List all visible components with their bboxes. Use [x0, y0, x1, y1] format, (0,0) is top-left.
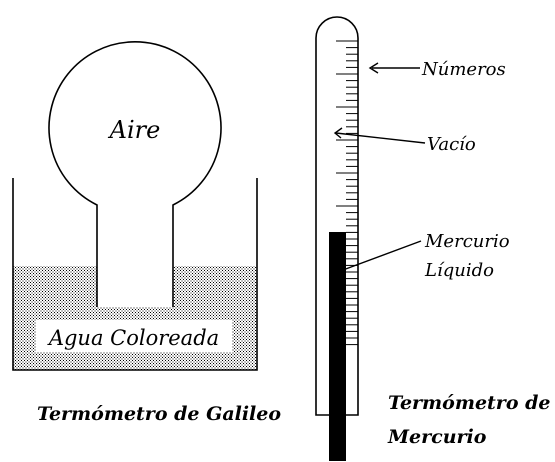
glass-tube: [315, 16, 359, 416]
numbers-arrowhead: [368, 62, 379, 74]
numbers-label: Números: [421, 59, 506, 80]
galileo-caption: Termómetro de Galileo: [37, 403, 281, 425]
liquid-label: Agua Coloreada: [47, 326, 219, 350]
liquid-label-box: [36, 320, 232, 352]
mercury-caption-line1: Termómetro de: [388, 392, 550, 414]
vacuum-pointer: [335, 132, 426, 144]
mercury-caption-line2: Mercurio: [387, 426, 487, 448]
vacuum-label: Vacío: [427, 134, 476, 155]
mercury-label-line1: Mercurio: [424, 231, 510, 252]
galileo-thermometer: Aire Agua Coloreada Termómetro de Galile…: [12, 41, 281, 425]
tube-interior: [97, 205, 173, 307]
water-container: [12, 178, 258, 371]
mercury-label-line2: Líquido: [424, 260, 494, 281]
mercury-thermometer: Números Vacío Mercurio Líquido Termómetr…: [315, 16, 550, 461]
vacuum-arrowhead: [333, 127, 343, 139]
bulb-label: Aire: [108, 116, 161, 144]
temperature-scale: [336, 40, 358, 346]
mercury-column: [329, 232, 346, 461]
mercury-pointer: [342, 240, 422, 271]
air-bulb: [48, 41, 222, 307]
